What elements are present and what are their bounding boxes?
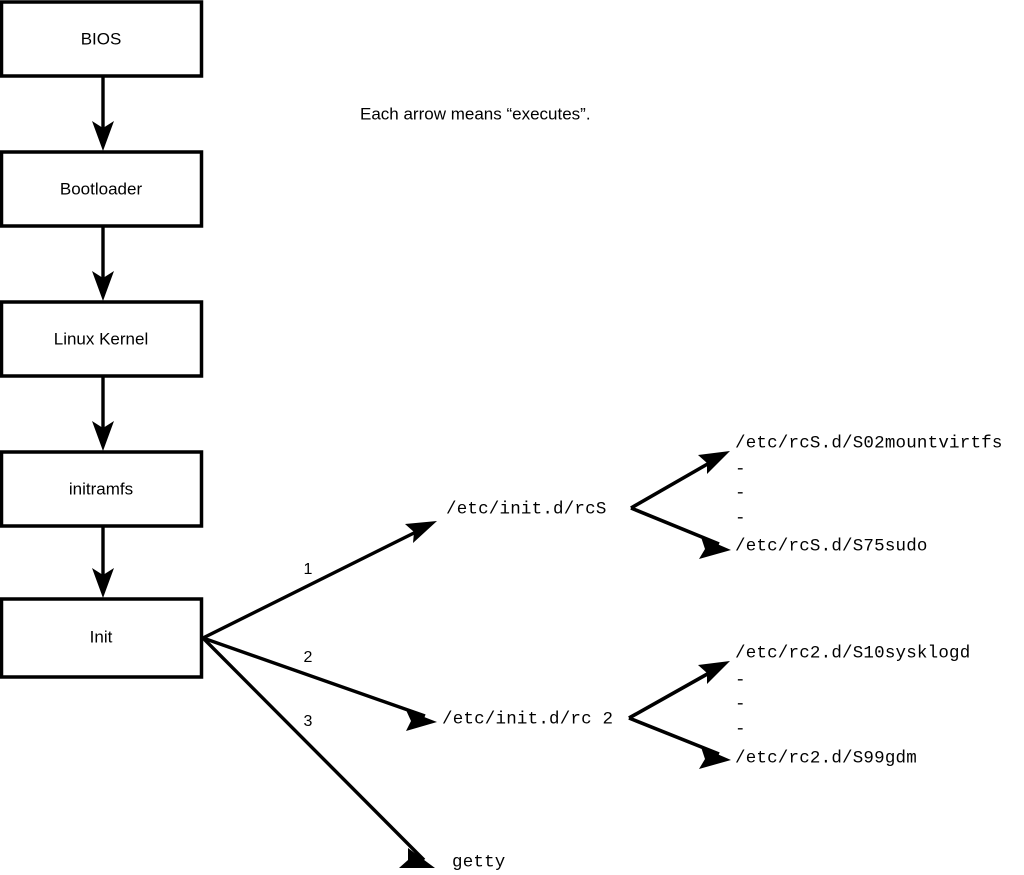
node-bootloader-label: Bootloader xyxy=(60,179,143,198)
node-initramfs-label: initramfs xyxy=(69,479,133,498)
script-node-getty[interactable]: getty xyxy=(452,853,506,873)
rcs-ellipsis-dash-1: - xyxy=(735,460,746,480)
arrow-head-icon xyxy=(698,451,730,474)
arrow-head-icon xyxy=(399,848,435,868)
arrow-head-icon xyxy=(698,661,730,684)
node-initramfs[interactable]: initramfs xyxy=(0,450,204,528)
node-bios-rect xyxy=(0,0,204,78)
rc2-ellipsis-dash-3: - xyxy=(735,720,746,740)
rc2-target-first: /etc/rc2.d/S10sysklogd xyxy=(735,644,970,664)
edge-rc2-to-s99gdm xyxy=(628,716,731,769)
node-init[interactable]: Init xyxy=(0,597,204,679)
arrow-head-icon xyxy=(699,747,731,769)
rcs-target-last: /etc/rcS.d/S75sudo xyxy=(735,537,928,557)
node-bootloader-rect xyxy=(0,150,204,228)
edge-rcs-to-s75sudo xyxy=(630,506,731,559)
rcs-ellipsis-dash-3: - xyxy=(735,509,746,529)
rc2-ellipsis-dash-2: - xyxy=(735,695,746,715)
note-each-arrow-means-executes: Each arrow means “executes”. xyxy=(360,104,591,123)
node-bios[interactable]: BIOS xyxy=(0,0,204,78)
edge-init-to-rcs: 1 xyxy=(202,521,437,640)
arrow-head-icon xyxy=(92,271,114,301)
rc2-ellipsis-dash-1: - xyxy=(735,671,746,691)
edge-rc2-to-s10sysklogd xyxy=(628,661,730,720)
edge-rcs-to-s02mountvirtfs xyxy=(630,451,730,510)
rcs-ellipsis-dash-2: - xyxy=(735,484,746,504)
arrow-head-icon xyxy=(405,521,437,543)
node-bios-label: BIOS xyxy=(81,29,122,48)
arrow-head-icon xyxy=(406,710,437,731)
arrow-bios-to-bootloader xyxy=(92,76,114,151)
arrow-kernel-to-initramfs xyxy=(92,376,114,451)
arrow-bootloader-to-kernel xyxy=(92,226,114,301)
node-linux-kernel-label: Linux Kernel xyxy=(54,329,149,348)
node-init-rect xyxy=(0,597,204,679)
edge-label-1: 1 xyxy=(304,561,313,578)
arrow-head-icon xyxy=(699,537,731,559)
arrow-head-icon xyxy=(92,121,114,151)
edge-init-to-rc2: 2 xyxy=(202,636,437,731)
edge-init-to-getty: 3 xyxy=(201,636,435,868)
edge-label-3: 3 xyxy=(304,713,313,730)
node-linux-kernel[interactable]: Linux Kernel xyxy=(0,300,204,378)
rc2-target-last: /etc/rc2.d/S99gdm xyxy=(735,749,917,769)
arrow-initramfs-to-init xyxy=(92,526,114,598)
script-node-rc2[interactable]: /etc/init.d/rc 2 xyxy=(442,710,613,730)
arrow-head-icon xyxy=(92,568,114,598)
node-init-label: Init xyxy=(90,627,113,646)
rcs-target-first: /etc/rcS.d/S02mountvirtfs xyxy=(735,434,1003,454)
node-bootloader[interactable]: Bootloader xyxy=(0,150,204,228)
script-node-rcs[interactable]: /etc/init.d/rcS xyxy=(446,500,607,520)
arrow-head-icon xyxy=(92,421,114,451)
node-initramfs-rect xyxy=(0,450,204,528)
edge-label-2: 2 xyxy=(304,649,313,666)
